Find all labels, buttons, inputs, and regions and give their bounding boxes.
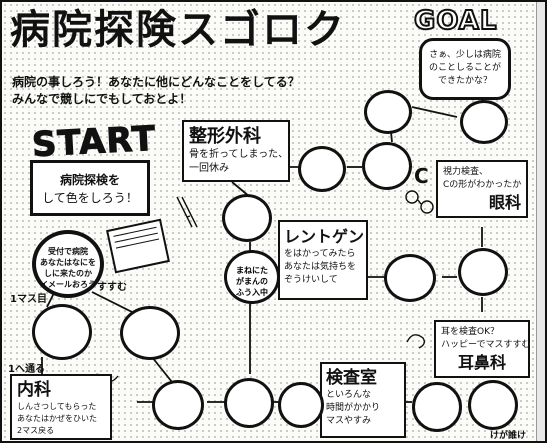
naika-line-1: しんさつしてもらった	[17, 402, 97, 411]
start-space-line-2: あなたはなにを	[40, 258, 96, 267]
kensa-line-3: マスやすみ	[326, 416, 372, 426]
intro-line-2: みんなで競しにでもしておとよ！	[12, 92, 192, 106]
seikei-line-1: 骨を折ってしまった、	[189, 149, 289, 160]
ganka-line-2: Cの形がわかったか	[443, 180, 522, 190]
square-kensa[interactable]: 検査室 といろんな 時間がかかり マスやすみ	[320, 362, 406, 438]
square-jibika[interactable]: 耳を検査OK？ ハッピーでマスすすむ 耳鼻科	[434, 320, 530, 378]
board-space[interactable]	[278, 382, 324, 428]
start-label: START	[31, 118, 158, 166]
right-edge-strip	[536, 2, 545, 441]
start-space-line-4: イメールおろう	[40, 280, 96, 289]
board-space[interactable]	[298, 146, 346, 192]
intro-text: 病院の事しろう！あなたに他にどんなことをしてる？ みんなで競しにでもしておとよ！	[12, 74, 407, 108]
board-space[interactable]	[458, 248, 508, 296]
board-space[interactable]	[468, 380, 518, 430]
board-space[interactable]	[412, 382, 462, 432]
square-ganka[interactable]: 視力検査、 Cの形がわかったか 眼科	[436, 160, 528, 218]
jibika-line-2: ハッピーでマスすすむ	[441, 340, 530, 350]
board-space[interactable]	[32, 304, 92, 360]
naika-title: 内科	[17, 380, 51, 400]
first-space-note: 1マス目	[10, 294, 47, 306]
center-space-line-2: がまんの	[236, 277, 268, 286]
goal-line-2: のことしることが	[428, 63, 501, 73]
board-space[interactable]	[222, 194, 272, 242]
goal-line-1: さぁ、少しは病院	[429, 50, 501, 60]
jibika-line-1: 耳を検査OK？	[441, 327, 499, 337]
intro-line-1: 病院の事しろう！あなたに他にどんなことをしてる？	[12, 75, 300, 89]
center-text-space[interactable]: まねにた がまんの ふう入中	[224, 250, 280, 304]
center-space-line-1: まねにた	[236, 266, 268, 275]
footer-credit: けが誰け	[490, 430, 527, 441]
naika-line-2: あなたはかぜをひいた	[17, 414, 97, 423]
board-space[interactable]	[384, 254, 436, 302]
footer-credit-text: けが誰け	[490, 431, 527, 441]
ganka-line-1: 視力検査、	[443, 167, 489, 177]
board-space[interactable]	[152, 380, 204, 430]
kensa-line-1: といろんな	[326, 390, 372, 400]
goal-label: GOAL	[413, 5, 498, 37]
start-space-line-1: 受付で病院	[48, 247, 88, 256]
square-seikei[interactable]: 整形外科 骨を折ってしまった、 一回休み	[182, 120, 290, 182]
rentogen-line-2: あなたは気持ちを	[284, 262, 357, 272]
start-box-line-1: 病院探検を	[59, 173, 120, 187]
jibika-title: 耳鼻科	[457, 353, 506, 372]
seikei-title: 整形外科	[189, 126, 261, 147]
rentogen-line-1: をはかってみたら	[284, 249, 356, 259]
ganka-title: 眼科	[488, 193, 521, 212]
goal-line-3: できたかな？	[437, 76, 492, 86]
kensa-line-2: 時間がかかり	[326, 403, 381, 413]
naika-line-3: 2マス戻る	[17, 426, 55, 435]
board-space[interactable]	[364, 90, 412, 134]
left-hint-note: 1へ通る	[8, 364, 45, 376]
start-space-line-3: しに来たのか	[44, 269, 92, 278]
right-hint-text: すすむ	[97, 282, 127, 293]
kensa-title: 検査室	[326, 368, 377, 388]
board-space[interactable]	[362, 142, 412, 190]
square-naika[interactable]: 内科 しんさつしてもらった あなたはかぜをひいた 2マス戻る	[10, 374, 112, 440]
rentogen-title: レントゲン	[284, 227, 365, 246]
board-space[interactable]	[460, 100, 508, 144]
goal-box[interactable]: さぁ、少しは病院 のことしることが できたかな？	[419, 38, 511, 100]
right-hint-note: すすむ	[97, 282, 127, 294]
board-space[interactable]	[224, 378, 274, 428]
eye-chart-c-icon: C	[414, 164, 429, 188]
start-box-line-2: して色をしろう！	[42, 191, 138, 205]
center-space-line-3: ふう入中	[236, 288, 268, 297]
square-rentogen[interactable]: レントゲン をはかってみたら あなたは気持ちを ぞうけいして	[278, 220, 368, 300]
seikei-line-2: 一回休み	[189, 163, 229, 174]
board-space[interactable]	[120, 306, 180, 360]
left-hint-text: 1へ通る	[8, 364, 45, 375]
rentogen-line-3: ぞうけいして	[284, 275, 338, 285]
first-space-note-text: 1マス目	[10, 294, 47, 305]
board-title: 病院探険スゴロク	[10, 6, 346, 53]
start-space[interactable]: 受付で病院 あなたはなにを しに来たのか イメールおろう	[32, 230, 104, 298]
start-box[interactable]: 病院探検を して色をしろう！	[30, 160, 150, 216]
